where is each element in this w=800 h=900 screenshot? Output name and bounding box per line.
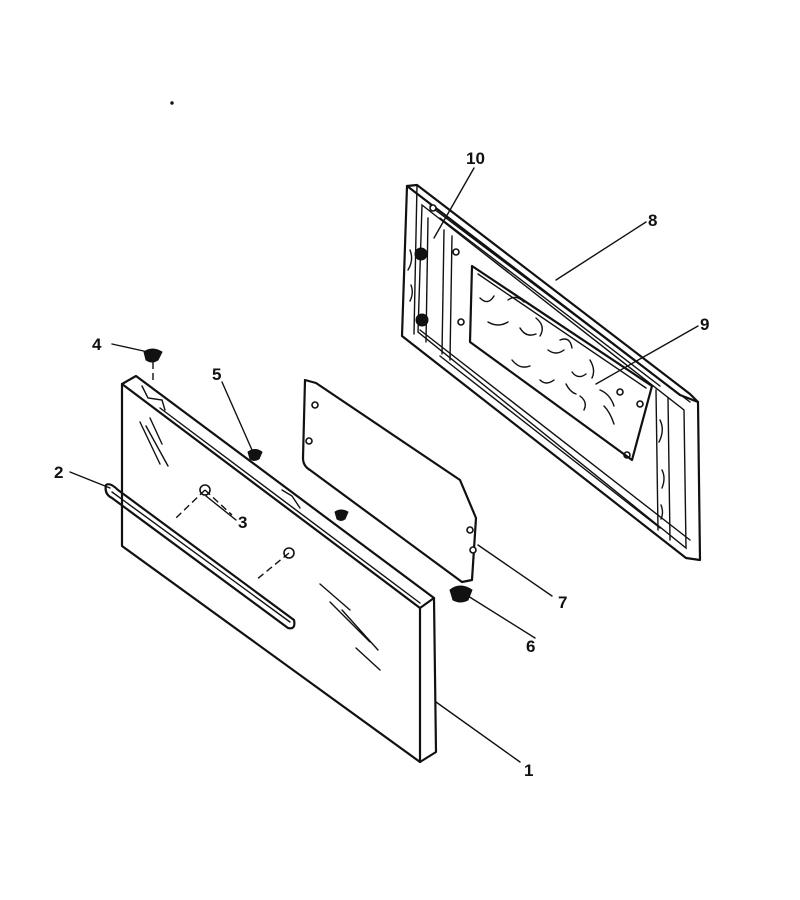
callout-2: 2	[54, 463, 63, 482]
callout-10: 10	[466, 149, 485, 168]
leader-2	[69, 471, 111, 489]
door-handle	[104, 483, 296, 630]
shield-panel	[301, 378, 478, 584]
outer-door-panel	[120, 374, 438, 764]
leader-5	[221, 381, 253, 451]
callout-7: 7	[558, 593, 567, 612]
callout-labels: 1 2 3 4 5 6 7 8 9 10	[54, 149, 709, 780]
callout-3: 3	[238, 513, 247, 532]
leader-6	[467, 595, 536, 639]
leader-1	[435, 701, 521, 763]
callout-4: 4	[92, 335, 102, 354]
handle-screws	[175, 484, 295, 581]
leader-7	[477, 544, 553, 597]
callout-5: 5	[212, 365, 221, 384]
leader-3	[205, 495, 237, 521]
callout-1: 1	[524, 761, 533, 780]
leader-lines	[69, 167, 699, 763]
top-screw	[143, 348, 163, 380]
callout-8: 8	[648, 211, 657, 230]
leader-10	[433, 167, 475, 239]
bottom-screw	[449, 585, 473, 603]
screw-lower	[415, 313, 429, 327]
panel-screws	[414, 247, 429, 327]
leader-4	[111, 343, 149, 353]
stray-dot	[170, 101, 174, 105]
inner-door-panel	[400, 183, 702, 562]
window-glass	[468, 264, 654, 462]
leader-9	[595, 325, 699, 385]
callout-9: 9	[700, 315, 709, 334]
edge-screw	[334, 509, 349, 521]
leader-8	[555, 221, 647, 281]
screw-upper	[414, 247, 428, 261]
callout-6: 6	[526, 637, 535, 656]
small-screw	[247, 449, 263, 461]
